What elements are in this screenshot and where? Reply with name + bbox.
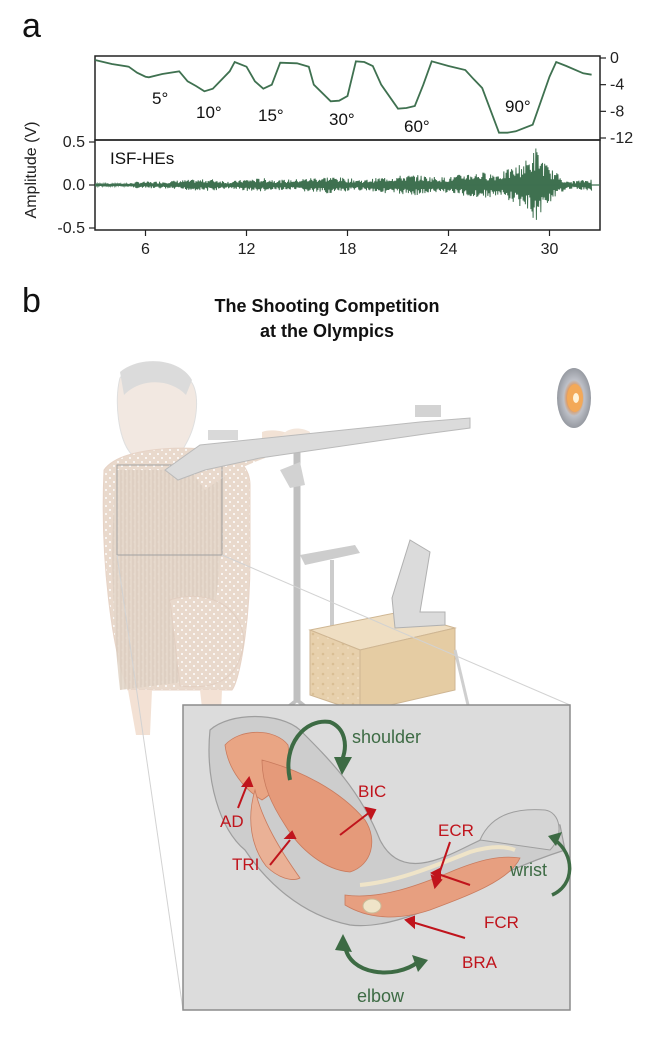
right-axis-tick-label: -4: [610, 77, 624, 94]
left-axis-tick-label: 0.5: [63, 134, 85, 151]
shooter-icon: [102, 361, 310, 735]
label-wrist: wrist: [509, 860, 547, 880]
muscle-inset: AD BIC TRI ECR FCR BRA shoulder elbow wr…: [182, 704, 572, 1011]
equipment-box-icon: [308, 539, 470, 713]
x-axis-tick-label: 30: [541, 241, 559, 258]
shooting-illustration: [102, 361, 591, 1011]
left-axis-tick-label: 0.0: [63, 177, 85, 194]
x-axis-tick-label: 12: [238, 241, 256, 258]
annotation-5deg: 5°: [152, 89, 168, 108]
arm-anatomy-icon: [208, 716, 566, 927]
label-bic: BIC: [358, 782, 386, 801]
legend-isf-hes: ISF-HEs: [110, 149, 174, 168]
panel-b-title-line2: at the Olympics: [260, 321, 394, 341]
elbow-arrowhead-2: [412, 955, 428, 972]
label-elbow: elbow: [357, 986, 405, 1006]
rifle-icon: [164, 405, 471, 488]
muscle-pointer-arrows: [237, 775, 471, 939]
right-axis-tick-label: -12: [610, 130, 633, 147]
label-ad: AD: [220, 812, 244, 831]
shoulder-arrowhead: [334, 757, 352, 775]
label-ecr: ECR: [438, 821, 474, 840]
x-axis-tick-label: 18: [339, 241, 357, 258]
annotation-90deg: 90°: [505, 97, 531, 116]
shoulder-rotation-arrow: [286, 719, 347, 781]
wrist-rotation-arrow: [551, 838, 572, 897]
elbow-rotation-arrow: [343, 944, 420, 975]
right-axis-tick-label: 0: [610, 50, 619, 67]
label-fcr: FCR: [484, 913, 519, 932]
zoom-line-left: [116, 554, 184, 1011]
angle-trace-line: [94, 59, 592, 134]
bottom-chart-layer: 0.5 0.0 -0.5 6 12 18 24 30: [57, 134, 600, 258]
isf-hes-signal-line: [94, 148, 593, 220]
left-axis-tick-label: -0.5: [57, 220, 85, 237]
panel-b-letter: b: [22, 282, 41, 320]
x-axis-tick-label: 6: [141, 241, 150, 258]
annotation-15deg: 15°: [258, 106, 284, 125]
label-tri: TRI: [232, 855, 259, 874]
label-bra: BRA: [462, 953, 498, 972]
annotation-30deg: 30°: [329, 110, 355, 129]
annotation-60deg: 60°: [404, 117, 430, 136]
panel-a-letter: a: [22, 7, 41, 45]
zoom-line-right: [221, 554, 571, 706]
target-icon: [557, 368, 591, 428]
annotation-10deg: 10°: [196, 103, 222, 122]
right-axis-tick-label: -8: [610, 103, 624, 120]
top-chart-layer: 0 -4 -8 -12: [94, 50, 633, 147]
wrist-arrowhead: [548, 832, 562, 846]
elbow-arrowhead: [335, 934, 352, 952]
label-shoulder: shoulder: [352, 727, 421, 747]
y-axis-label: Amplitude (V): [23, 122, 40, 219]
panel-b-title-line1: The Shooting Competition: [215, 296, 440, 316]
x-axis-tick-label: 24: [440, 241, 458, 258]
